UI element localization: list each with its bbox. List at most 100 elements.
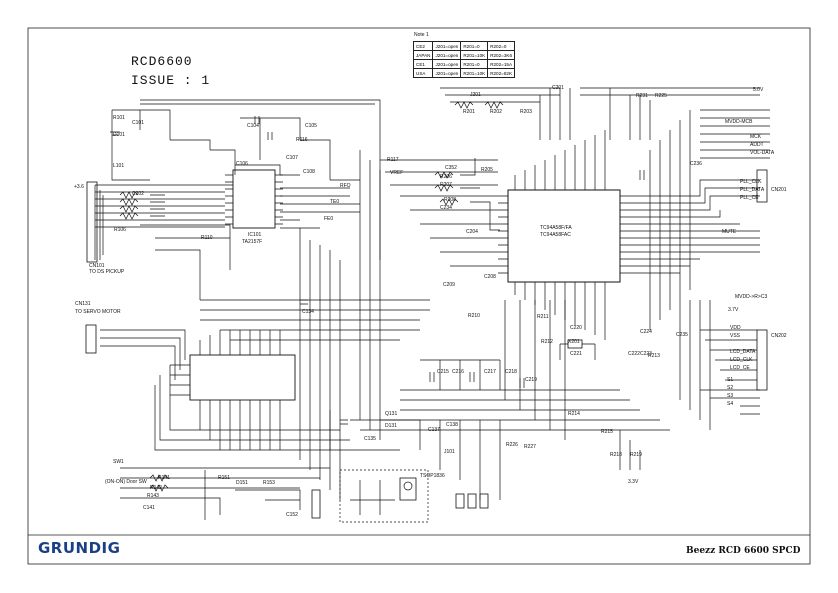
label-r231: R231 bbox=[636, 93, 648, 99]
wiring bbox=[85, 87, 770, 523]
label-to-servo: TO SERVO MOTOR bbox=[75, 309, 121, 315]
label-r116: R116 bbox=[296, 137, 308, 143]
label-r208: R208 bbox=[444, 197, 456, 203]
label-fe0: FE0 bbox=[324, 216, 334, 222]
issue-number: ISSUE : 1 bbox=[131, 73, 211, 88]
table-cell: R202=82K bbox=[487, 68, 516, 78]
label-mck: MCK bbox=[750, 134, 762, 140]
label-j101: J101 bbox=[444, 449, 455, 455]
label-tsop: TSOP1836 bbox=[420, 473, 445, 479]
label-r101: R101 bbox=[113, 115, 125, 121]
label-r210: R210 bbox=[468, 313, 480, 319]
label-c204: C204 bbox=[466, 229, 478, 235]
label-c223: C223 bbox=[640, 351, 652, 357]
label-r202: R202 bbox=[490, 109, 502, 115]
label-rfo: RFO bbox=[340, 183, 351, 189]
label-ic-tc9: TC94A58F/FA bbox=[540, 225, 572, 231]
label-r212: R212 bbox=[541, 339, 553, 345]
label-r141: R141 bbox=[158, 475, 170, 481]
label-r219: R219 bbox=[630, 452, 642, 458]
label-d151: D151 bbox=[236, 480, 248, 486]
label-r225: R225 bbox=[655, 93, 667, 99]
label-vol-data: VOL-DATA bbox=[750, 150, 775, 156]
label-s3: S3 bbox=[727, 393, 734, 399]
label-c216: C216 bbox=[452, 369, 464, 375]
label-r205: R205 bbox=[481, 167, 493, 173]
label-r110: R110 bbox=[201, 235, 213, 241]
label-te0: TE0 bbox=[330, 199, 340, 205]
label-pll-ce: PLL_CE bbox=[740, 195, 759, 201]
label-r207: R207 bbox=[440, 182, 452, 188]
label-r151: R151 bbox=[218, 475, 230, 481]
label-cn101-pin: +3.6 bbox=[74, 184, 84, 190]
label-c141: C141 bbox=[143, 505, 155, 511]
label-ic101: IC101 bbox=[248, 232, 262, 238]
model-name: RCD6600 bbox=[131, 54, 193, 69]
label-r203: R203 bbox=[520, 109, 532, 115]
table-cell: J201=open bbox=[432, 59, 462, 69]
table-cell: CE2 bbox=[412, 41, 434, 51]
label-pll-clk: PLL_CLK bbox=[740, 179, 762, 185]
label-sw1-desc: (ON-ON) Door SW bbox=[105, 479, 147, 485]
label-r201: R201 bbox=[463, 109, 475, 115]
table-cell: R201=10K bbox=[460, 68, 489, 78]
document-title: Beezz RCD 6600 SPCD bbox=[686, 546, 801, 556]
label-r218: R218 bbox=[610, 452, 622, 458]
table-cell: J201=open bbox=[432, 50, 462, 60]
label-c201: C201 bbox=[552, 85, 564, 91]
label-c352: C352 bbox=[445, 165, 457, 171]
label-r211: R211 bbox=[537, 314, 549, 320]
table-cell: JAPAN bbox=[412, 50, 434, 60]
label-r226: R226 bbox=[506, 442, 518, 448]
label-vss: VSS bbox=[730, 333, 741, 339]
sheet-border bbox=[27, 27, 811, 565]
label-c107: C107 bbox=[286, 155, 298, 161]
label-lcd-data: LCD_DATA bbox=[730, 349, 756, 355]
label-pll-data: PLL_DATA bbox=[740, 187, 765, 193]
label-v37: 3.7V bbox=[728, 307, 739, 313]
label-cn202: CN202 bbox=[771, 333, 787, 339]
label-c104: C104 bbox=[247, 123, 259, 129]
label-c138: C138 bbox=[446, 422, 458, 428]
note-title: Note 1 bbox=[414, 32, 429, 38]
label-l101: L101 bbox=[113, 163, 125, 169]
label-cn201: CN201 bbox=[771, 187, 787, 193]
table-cell: R201=10K bbox=[460, 50, 489, 60]
label-r153: R153 bbox=[263, 480, 275, 486]
table-cell: R201=0 bbox=[460, 41, 489, 51]
table-cell: R201=0 bbox=[460, 59, 489, 69]
label-r143: R143 bbox=[147, 493, 159, 499]
label-mute: MUTE bbox=[722, 229, 737, 235]
label-c236: C236 bbox=[690, 161, 702, 167]
label-ic-tc9b: TC94A58FAC bbox=[540, 232, 571, 238]
table-cell: R202=15A bbox=[487, 59, 516, 69]
label-cn101: CN101 bbox=[89, 263, 105, 269]
label-r227: R227 bbox=[524, 444, 536, 450]
table-cell: R202=0 bbox=[487, 41, 516, 51]
label-s1: S1 bbox=[727, 377, 734, 383]
label-r142: R142 bbox=[150, 485, 162, 491]
label-mvdd-m: MVDD-MCB bbox=[725, 119, 753, 125]
label-sw1: SW1 bbox=[113, 459, 124, 465]
label-c220: C220 bbox=[570, 325, 582, 331]
label-c106: C106 bbox=[236, 161, 248, 167]
label-j201: J201 bbox=[470, 92, 481, 98]
label-x201: X201 bbox=[568, 339, 580, 345]
table-cell: J201=open bbox=[432, 68, 462, 78]
label-v33: 3.3V bbox=[628, 479, 639, 485]
label-c108: C108 bbox=[303, 169, 315, 175]
label-d101: D101 bbox=[113, 132, 125, 138]
label-c218: C218 bbox=[505, 369, 517, 375]
label-c224: C224 bbox=[640, 329, 652, 335]
label-s2: S2 bbox=[727, 385, 734, 391]
label-q131: Q131 bbox=[385, 411, 398, 417]
brand-logo: GRUNDIG bbox=[38, 539, 121, 557]
label-c222: C222 bbox=[628, 351, 640, 357]
label-c209: C209 bbox=[443, 282, 455, 288]
label-mvdd-r: MVDD->R>C3 bbox=[735, 294, 768, 300]
label-r206: R206 bbox=[440, 174, 452, 180]
label-ic-ta: TA2157F bbox=[242, 239, 263, 245]
